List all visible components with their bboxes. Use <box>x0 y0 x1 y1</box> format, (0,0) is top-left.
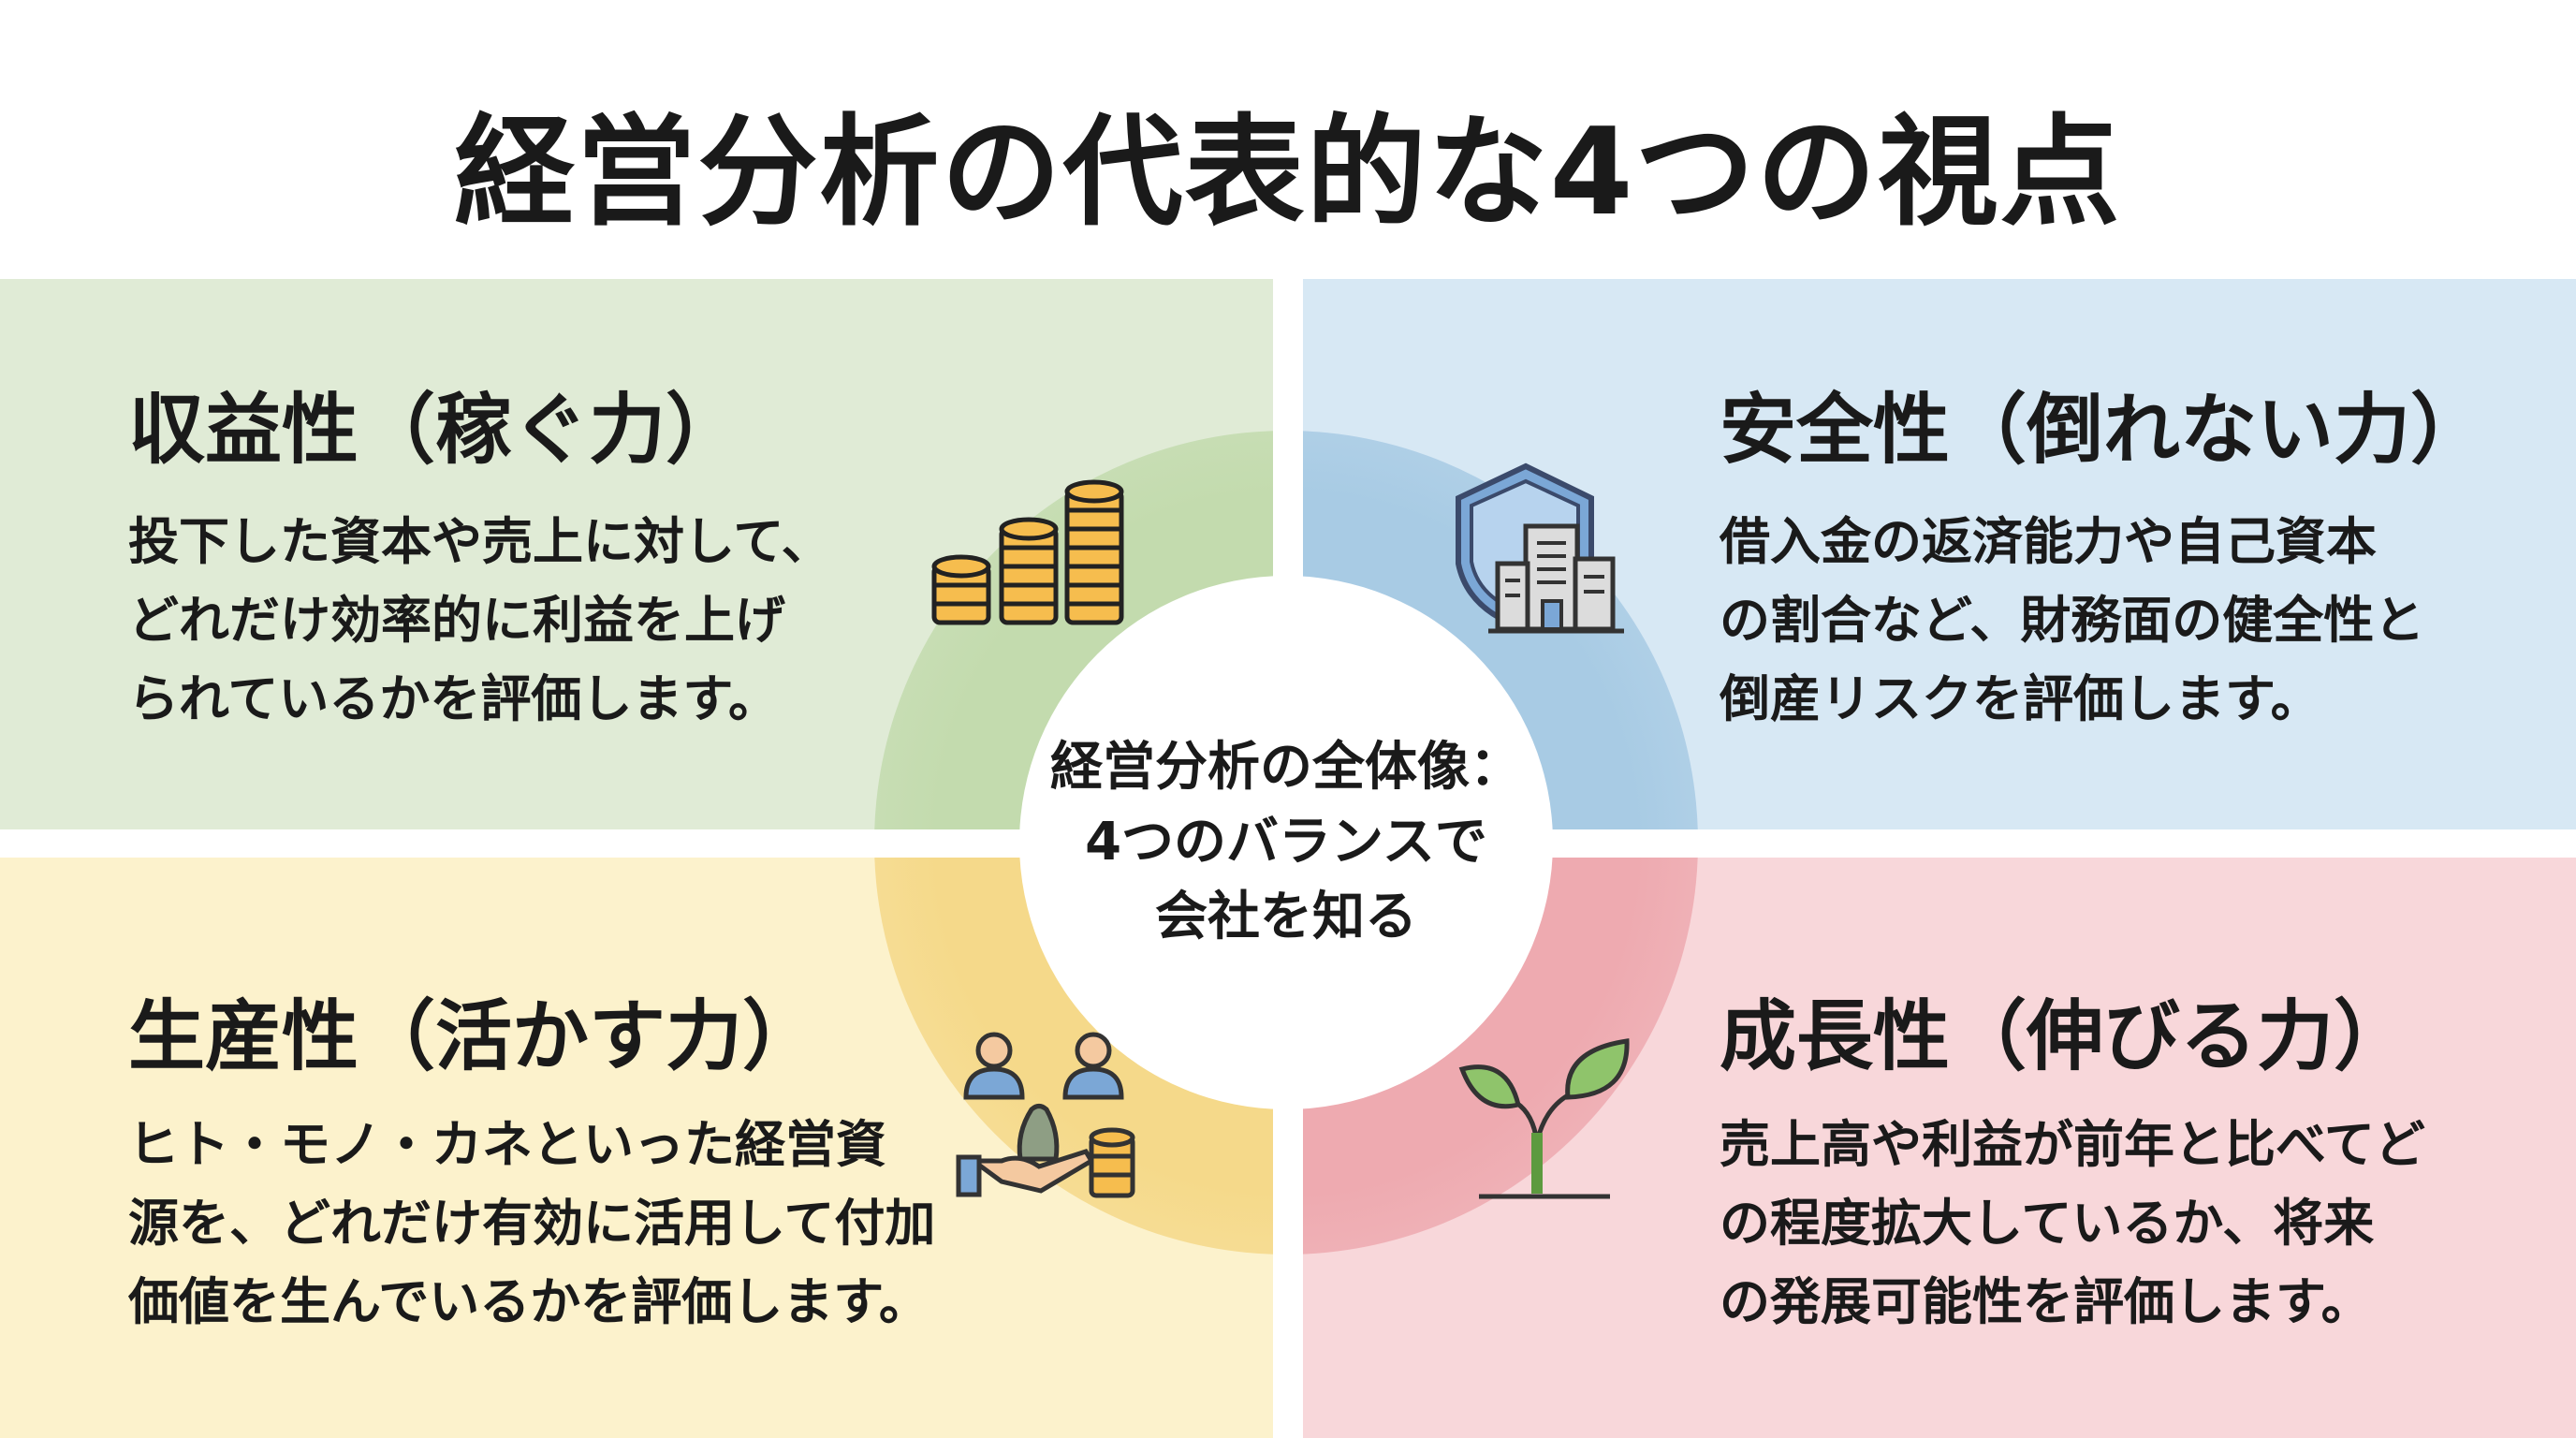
center-circle: 経営分析の全体像： 4つのバランスで 会社を知る <box>1019 576 1553 1109</box>
center-line: 4つのバランスで <box>1085 812 1487 873</box>
center-line: 経営分析の全体像： <box>1050 737 1522 798</box>
center-line: 会社を知る <box>1155 887 1417 947</box>
sprout-icon <box>1458 1038 1630 1199</box>
profitability-heading: 収益性（稼ぐ力） <box>128 386 743 475</box>
description-line: の割合など、財務面の健全性と <box>1720 591 2425 650</box>
description-line: 投下した資本や売上に対して、 <box>128 512 832 571</box>
description-line: どれだけ効率的に利益を上げ <box>128 591 785 650</box>
safety-heading: 安全性（倒れない力） <box>1720 386 2488 475</box>
people-money-hand-icon <box>956 1032 1135 1198</box>
coins-stack-icon <box>931 479 1124 625</box>
safety-description: 借入金の返済能力や自己資本 の割合など、財務面の健全性と 倒産リスクを評価します… <box>1720 503 2424 739</box>
growth-description: 売上高や利益が前年と比べてど の程度拡大しているか、将来 の発展可能性を評価しま… <box>1720 1106 2425 1342</box>
description-line: の発展可能性を評価します。 <box>1720 1272 2372 1331</box>
page-title: 経営分析の代表的な4つの視点 <box>454 103 2122 242</box>
description-line: られているかを評価します。 <box>128 669 779 728</box>
description-line: 源を、どれだけ有効に活用して付加 <box>128 1194 936 1253</box>
description-line: 倒産リスクを評価します。 <box>1720 669 2321 728</box>
description-line: 価値を生んでいるかを評価します。 <box>128 1272 929 1331</box>
productivity-description: ヒト・モノ・カネといった経営資 源を、どれだけ有効に活用して付加 価値を生んでい… <box>128 1106 935 1342</box>
description-line: 借入金の返済能力や自己資本 <box>1720 512 2377 571</box>
productivity-heading: 生産性（活かす力） <box>128 992 820 1081</box>
shield-building-icon <box>1456 462 1624 634</box>
description-line: 売上高や利益が前年と比べてど <box>1720 1115 2425 1174</box>
growth-heading: 成長性（伸びる力） <box>1720 992 2411 1081</box>
description-line: ヒト・モノ・カネといった経営資 <box>128 1115 886 1174</box>
profitability-description: 投下した資本や売上に対して、 どれだけ効率的に利益を上げ られているかを評価しま… <box>128 503 832 739</box>
description-line: の程度拡大しているか、将来 <box>1720 1194 2375 1253</box>
